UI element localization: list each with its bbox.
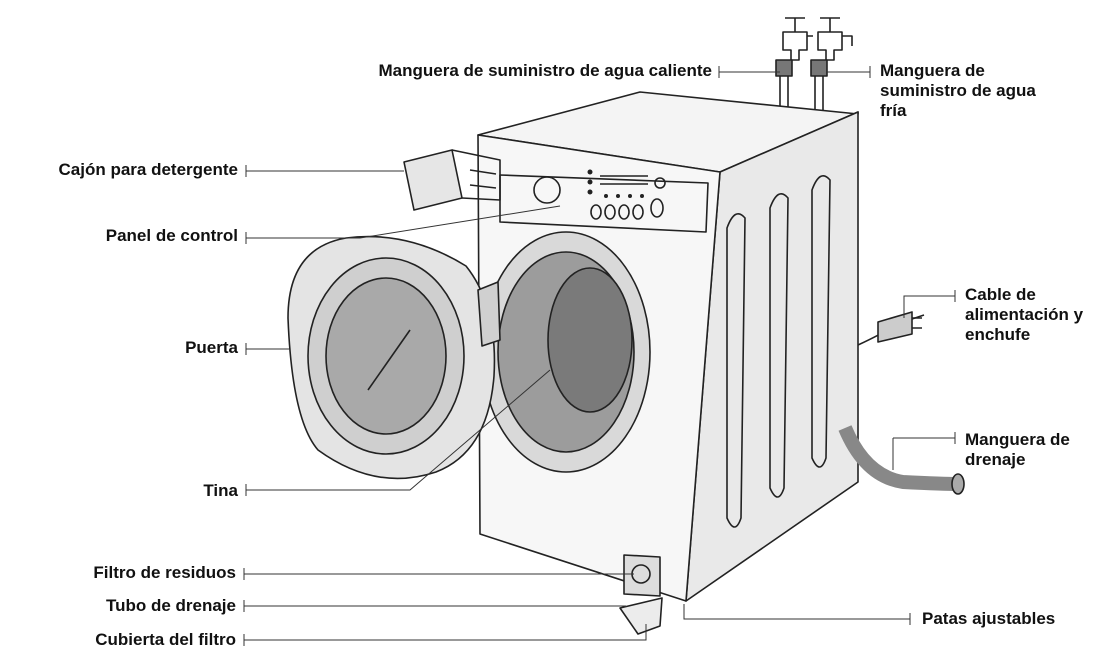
detergent-drawer-illustration [403,149,501,211]
filter-cover-illustration [619,554,663,635]
label-door: Puerta [185,338,238,357]
leader-hot-water-hose [718,66,780,78]
leader-power-cord [903,290,956,318]
leader-door [245,343,289,355]
leader-debris-filter [243,568,634,580]
label-drain-hose: Manguera de drenaje [965,430,1070,469]
label-filter-cover: Cubierta del filtro [95,630,236,649]
label-hot-water-hose: Manguera de suministro de agua caliente [378,61,712,80]
drain-hose-illustration [838,425,965,495]
leader-drain-tube [243,600,626,612]
faucets-illustration [775,17,853,112]
control-panel-illustration [499,169,709,233]
label-power-cord: Cable de alimentación y enchufe [965,285,1084,344]
leader-cold-water-hose [826,66,871,78]
label-control-panel: Panel de control [105,226,238,245]
leader-leveling-legs [683,604,911,625]
label-leveling-legs: Patas ajustables [922,609,1056,628]
drum-illustration [481,231,651,473]
label-tub: Tina [203,481,238,500]
label-debris-filter: Filtro de residuos [93,563,236,582]
leader-tub [245,369,551,496]
power-cord-illustration [857,311,925,346]
label-detergent-drawer: Cajón para detergente [58,160,239,179]
leader-detergent-drawer [245,165,404,177]
label-drain-tube: Tubo de drenaje [105,596,236,615]
leader-filter-cover [243,624,647,646]
leader-control-panel [245,205,561,244]
leader-drain-hose [892,432,956,470]
label-cold-water-hose: Manguera de suministro de agua fría [880,61,1036,120]
door-illustration [287,235,501,480]
